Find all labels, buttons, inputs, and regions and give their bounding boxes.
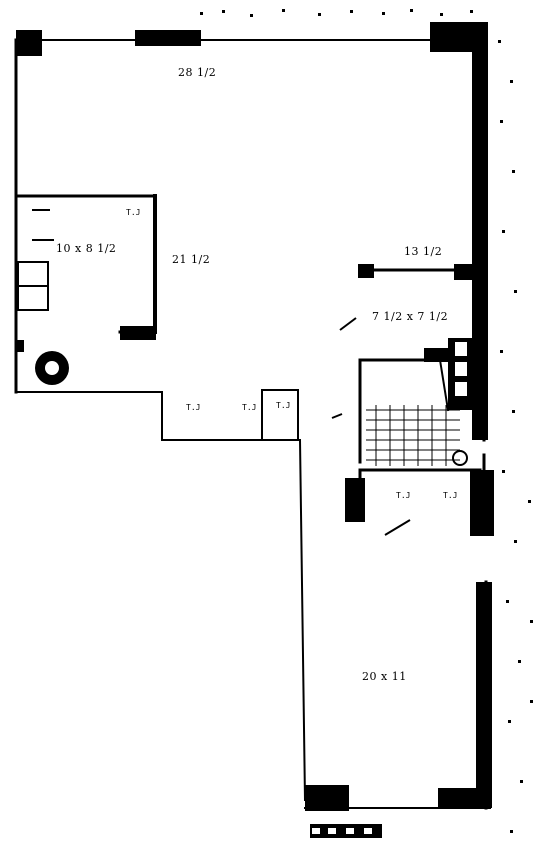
bath-tile-grid bbox=[366, 405, 460, 466]
dimension-den: 10 x 8 1/2 bbox=[56, 242, 116, 255]
window-notches bbox=[455, 342, 467, 396]
dimension-bedroom: 20 x 11 bbox=[362, 670, 407, 683]
closet-mark: T.J bbox=[396, 491, 410, 500]
dimension-kitchen-width: 13 1/2 bbox=[404, 245, 442, 258]
dimension-top-width: 28 1/2 bbox=[178, 66, 216, 79]
closet-mark: T.J bbox=[126, 208, 140, 217]
closet-mark: T.J bbox=[186, 403, 200, 412]
bottom-sill bbox=[310, 824, 382, 838]
wall-solids bbox=[16, 22, 494, 811]
closet-mark: T.J bbox=[242, 403, 256, 412]
closet-mark: T.J bbox=[276, 401, 290, 410]
dimension-bath: 7 1/2 x 7 1/2 bbox=[372, 310, 448, 323]
walls bbox=[14, 38, 491, 810]
dimension-living-depth: 21 1/2 bbox=[172, 253, 210, 266]
closet-mark: T.J bbox=[443, 491, 457, 500]
door-swings bbox=[331, 317, 468, 536]
closet-markers: T.J T.J T.J T.J T.J T.J bbox=[126, 208, 457, 500]
stove-icon bbox=[35, 351, 69, 385]
edge-noise bbox=[200, 9, 533, 833]
den-built-ins bbox=[17, 209, 54, 311]
